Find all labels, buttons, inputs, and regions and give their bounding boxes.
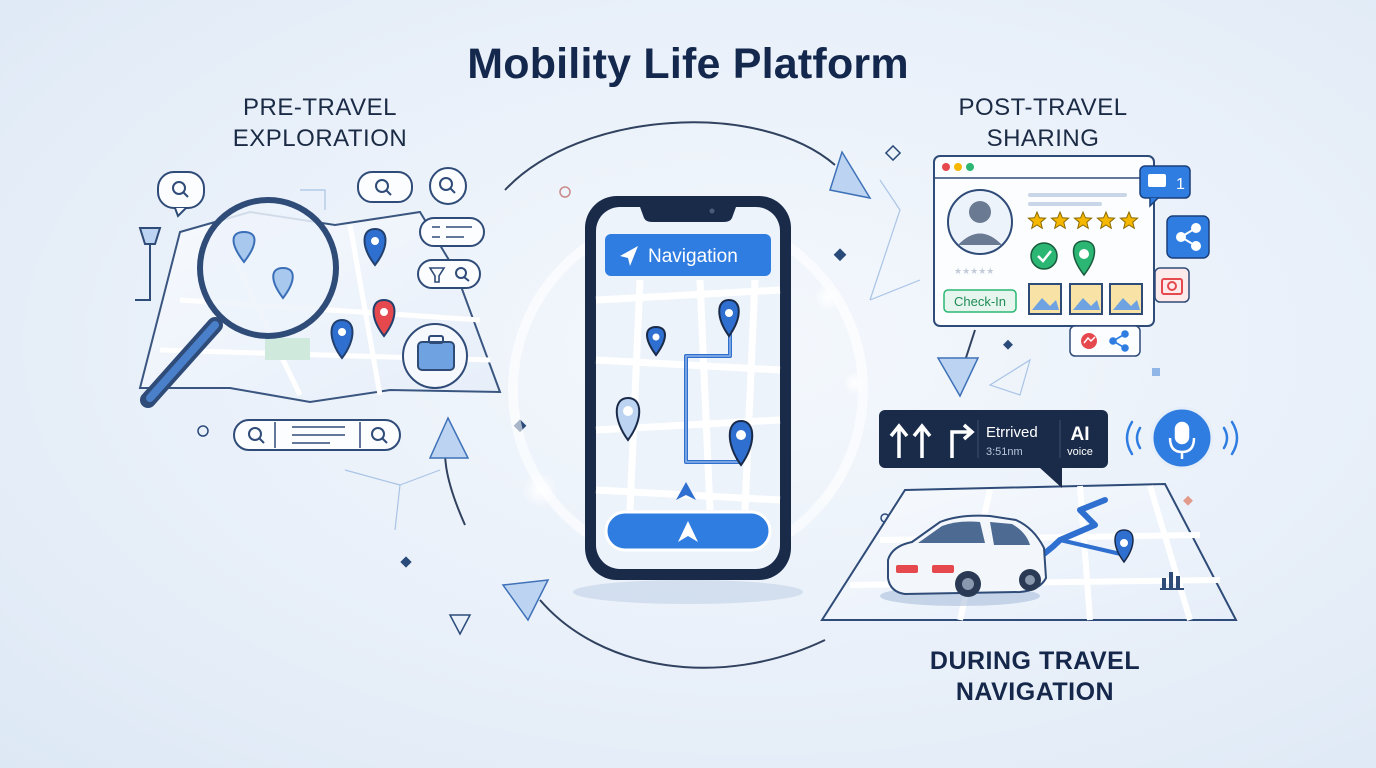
during-travel-illustration: Etrrived 3:51nm AI voice [820, 406, 1239, 621]
star-icon [1027, 210, 1047, 230]
page-title: Mobility Life Platform [467, 40, 909, 88]
microphone-icon [1168, 421, 1196, 459]
comment-icon [1148, 174, 1166, 187]
smartphone: Navigation [508, 196, 868, 604]
arrow-pre-to-phone [504, 121, 836, 191]
search-bubble-icon [429, 167, 467, 205]
cycle-arrowheads [428, 150, 980, 622]
window-dot-green [966, 163, 974, 171]
nav-status-line1: Etrrived [986, 424, 1038, 441]
bar-chart-icon [1160, 572, 1184, 590]
map-pin-icon [363, 227, 387, 267]
phone-pin-icon [718, 298, 740, 338]
magnifier-lens [197, 197, 339, 339]
arrowhead-post-down [936, 357, 980, 398]
turn-right-arrow-icon [950, 423, 975, 458]
search-bubble-icon [157, 171, 205, 218]
photo-thumbnail-icon [1109, 283, 1143, 315]
voice-label: voice [1067, 446, 1093, 458]
messenger-icon [1081, 333, 1097, 349]
comment-count: 1 [1176, 176, 1185, 193]
map-pin-icon [372, 298, 396, 338]
camera-icon [1161, 278, 1183, 295]
search-bubble-icon [357, 171, 413, 203]
navigation-button-bg [605, 234, 771, 276]
map-pin-icon [232, 230, 256, 264]
list-bubble-icon [419, 217, 485, 247]
nav-status-line2: 3:51nm [986, 446, 1023, 458]
arrowhead-top-right [829, 150, 872, 200]
pre-travel-illustration [135, 167, 502, 451]
straight-arrow-icon [912, 423, 932, 458]
map-pin-icon [330, 318, 354, 360]
filter-bubble-icon [417, 259, 481, 289]
checkin-label: Check-In [954, 294, 1006, 309]
navigation-button-label[interactable]: Navigation [648, 246, 738, 267]
arrowhead-left-up [428, 416, 470, 459]
suitcase-icon [417, 335, 455, 371]
camera-badge [1154, 267, 1190, 303]
signpost-icon [135, 227, 162, 301]
phone-pin-icon [646, 325, 666, 357]
during-travel-label: DURING TRAVEL NAVIGATION [929, 647, 1141, 706]
map-pin-icon [272, 266, 294, 300]
sound-wave-icon [1125, 420, 1239, 456]
phone-pin-icon [728, 419, 754, 467]
straight-arrow-icon [889, 423, 909, 458]
post-travel-label: POST-TRAVEL SHARING [958, 94, 1128, 152]
post-travel-illustration: ★★★★★ Check-In 1 [933, 155, 1210, 357]
star-icon [1050, 210, 1070, 230]
window-dot-red [942, 163, 950, 171]
star-icon [1119, 210, 1139, 230]
bottom-nav-arrow-icon [678, 521, 698, 542]
photo-thumbnail-icon [1069, 283, 1103, 315]
star-icon [1073, 210, 1093, 230]
window-dot-yellow [954, 163, 962, 171]
pre-travel-label: PRE-TRAVEL EXPLORATION [232, 94, 408, 152]
share-icon [1176, 223, 1201, 251]
phone-pin-icon [615, 396, 641, 442]
photo-thumbnail-icon [1028, 283, 1062, 315]
phone-notch [640, 207, 736, 222]
social-share-pill [1069, 325, 1141, 357]
svg-text:★★★★★: ★★★★★ [954, 266, 994, 276]
checkin-button[interactable] [943, 289, 1017, 313]
arrowhead-bottom-left [501, 579, 550, 622]
search-bar-icon [233, 419, 401, 451]
star-icon [1096, 210, 1116, 230]
location-badge-icon [1072, 240, 1096, 277]
share-small-icon [1109, 330, 1129, 352]
ai-label: AI [1071, 424, 1090, 445]
navigation-arrow-icon [620, 246, 638, 266]
current-location-arrow [676, 482, 696, 500]
destination-pin-icon [1114, 529, 1134, 564]
check-badge-icon [1030, 242, 1058, 270]
share-badge[interactable] [1166, 215, 1210, 259]
arrow-bottom-return [539, 599, 826, 669]
car-icon [880, 514, 1048, 606]
star-rating [1027, 210, 1139, 230]
nav-instruction-panel [879, 410, 1108, 468]
